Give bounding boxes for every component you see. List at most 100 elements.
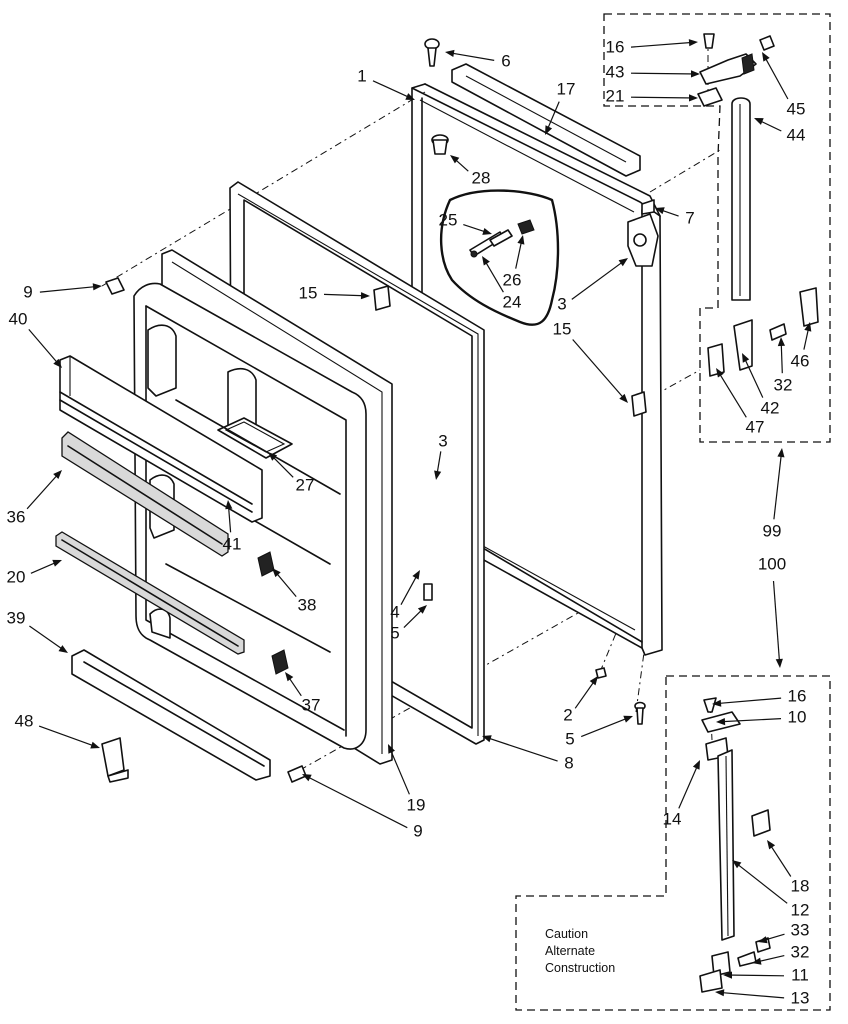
- callout-number: 27: [296, 475, 315, 494]
- callout-arrowhead: [482, 735, 492, 743]
- callout-arrowhead: [692, 760, 700, 770]
- callout-41: 41: [223, 500, 242, 553]
- callout-arrowhead: [434, 470, 442, 480]
- callout-42: 42: [742, 353, 779, 417]
- callout-number: 38: [298, 595, 317, 614]
- callout-arrowhead: [723, 971, 732, 979]
- callout-5: 5: [390, 605, 427, 642]
- callout-arrowhead: [762, 52, 770, 62]
- callout-arrowhead: [689, 94, 698, 102]
- callout-13: 13: [715, 988, 809, 1007]
- callout-number: 37: [302, 695, 321, 714]
- callout-number: 32: [774, 375, 793, 394]
- door-shelf-39: [71, 649, 271, 781]
- callout-number: 3: [438, 431, 447, 450]
- callout-number: 8: [564, 753, 573, 772]
- callout-leader: [772, 580, 781, 667]
- callout-15: 15: [553, 319, 628, 403]
- callout-6: 6: [445, 49, 511, 70]
- callout-arrowhead: [90, 741, 100, 749]
- callout-number: 32: [791, 942, 810, 961]
- callout-arrowhead: [482, 228, 492, 235]
- callout-leader: [733, 860, 788, 904]
- callout-leader: [630, 72, 699, 75]
- callout-number: 25: [439, 210, 458, 229]
- callout-46: 46: [791, 322, 812, 370]
- plug-2-part: [595, 667, 607, 679]
- callout-number: 5: [390, 623, 399, 642]
- callout-number: 48: [15, 711, 34, 730]
- callout-2: 2: [563, 676, 598, 724]
- callout-number: 100: [758, 554, 786, 573]
- callout-leader: [678, 761, 700, 809]
- callout-arrowhead: [517, 235, 525, 245]
- callout-number: 20: [7, 567, 26, 586]
- callout-9: 9: [23, 282, 102, 301]
- callout-leader: [742, 354, 764, 398]
- callout-number: 3: [557, 294, 566, 313]
- callout-arrowhead: [52, 559, 62, 567]
- callout-48: 48: [15, 711, 100, 749]
- callout-number: 18: [791, 876, 810, 895]
- callout-number: 46: [791, 351, 810, 370]
- callout-arrowhead: [225, 500, 233, 510]
- hinge-kit-100-parts: [699, 697, 771, 993]
- callout-1: 1: [357, 66, 415, 100]
- callout-arrowhead: [754, 118, 764, 125]
- callout-number: 39: [7, 608, 26, 627]
- callout-number: 47: [746, 417, 765, 436]
- callout-3: 3: [434, 431, 448, 480]
- callout-arrowhead: [742, 353, 750, 363]
- callout-number: 19: [407, 795, 426, 814]
- callout-leader: [388, 745, 410, 795]
- callout-arrowhead: [482, 256, 490, 266]
- callout-leader: [713, 697, 782, 705]
- callout-43: 43: [606, 62, 700, 81]
- callout-number: 9: [413, 821, 422, 840]
- caution-note-line-3: Construction: [545, 961, 615, 975]
- callout-number: 28: [472, 168, 491, 187]
- callout-arrowhead: [688, 39, 698, 47]
- screw-5-center: [423, 583, 433, 601]
- callout-number: 45: [787, 99, 806, 118]
- callout-100: 100: [758, 554, 786, 668]
- callout-leader: [630, 96, 697, 99]
- callout-arrowhead: [618, 258, 628, 267]
- hinge-kit-100-box: [515, 675, 831, 1011]
- callout-11: 11: [723, 965, 809, 984]
- callout-arrowhead: [712, 699, 722, 707]
- callout-leader: [372, 80, 414, 100]
- callout-19: 19: [388, 744, 425, 814]
- callout-9: 9: [302, 774, 423, 840]
- callout-number: 5: [565, 729, 574, 748]
- callout-leader: [39, 285, 101, 293]
- callout-leader: [762, 53, 789, 100]
- callout-number: 99: [763, 521, 782, 540]
- caution-note-line-1: Caution: [545, 927, 588, 941]
- callout-number: 41: [223, 534, 242, 553]
- callout-number: 4: [390, 602, 399, 621]
- callout-15: 15: [299, 283, 370, 302]
- callout-arrowhead: [405, 93, 415, 100]
- callout-number: 16: [606, 37, 625, 56]
- hinge-kit-99-box: [603, 13, 831, 443]
- plug-28-part: [431, 134, 449, 155]
- callout-44: 44: [754, 118, 805, 144]
- callout-arrowhead: [388, 744, 395, 754]
- door-shelf-20: [55, 531, 245, 655]
- callout-number: 12: [791, 900, 810, 919]
- callout-number: 17: [557, 79, 576, 98]
- callout-4: 4: [390, 570, 420, 621]
- callout-arrowhead: [716, 718, 726, 726]
- callout-12: 12: [732, 860, 809, 919]
- callout-16: 16: [712, 686, 807, 707]
- callout-5: 5: [565, 715, 633, 748]
- callout-number: 16: [788, 686, 807, 705]
- callout-arrowhead: [777, 337, 785, 347]
- callout-arrowhead: [619, 393, 628, 403]
- callout-number: 1: [357, 66, 366, 85]
- callout-arrowhead: [360, 292, 370, 300]
- callout-arrowhead: [589, 676, 598, 686]
